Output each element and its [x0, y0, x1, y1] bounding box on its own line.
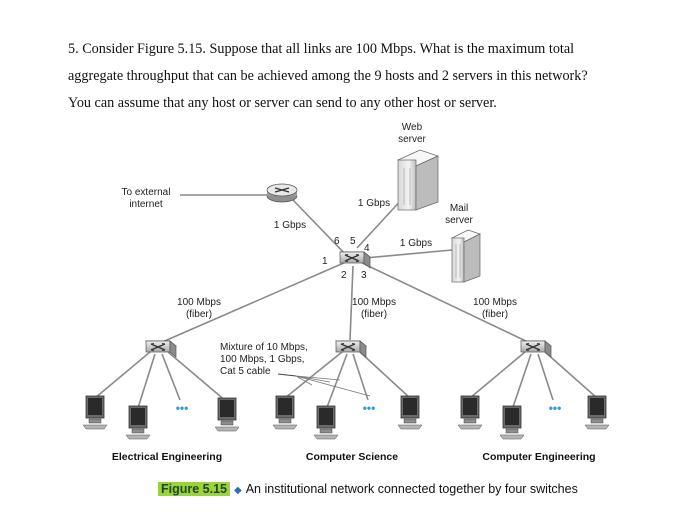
dept-electrical-engineering: Electrical Engineering — [112, 451, 222, 463]
cs-more-hosts: ••• — [363, 401, 376, 415]
cable-pointer-rays — [295, 375, 371, 397]
link-core-ee — [159, 261, 347, 344]
caption-bullet-icon: ◆ — [234, 485, 242, 496]
ee-host-1-icon — [82, 395, 108, 430]
question-line-2: aggregate throughput that can be achieve… — [68, 68, 588, 84]
link-ee-host — [137, 353, 156, 409]
fiber-mid-label: 100 Mbps — [352, 297, 396, 308]
ce-switch-icon — [520, 340, 552, 358]
link-cs-host — [284, 351, 343, 399]
figure-caption: Figure 5.15 ◆An institutional network con… — [158, 482, 578, 496]
port-3: 3 — [361, 270, 367, 281]
fiber-left-label: 100 Mbps — [177, 297, 221, 308]
dept-computer-science: Computer Science — [306, 451, 398, 463]
ce-more-hosts: ••• — [549, 401, 562, 415]
link-cs-host — [359, 351, 411, 399]
router-icon — [266, 183, 298, 203]
mail-server-label: Mail — [450, 203, 468, 214]
ee-more-hosts: ••• — [176, 401, 189, 415]
fiber-right-label-2: (fiber) — [482, 309, 508, 320]
question-line-3: You can assume that any host or server c… — [68, 95, 497, 111]
link-ce-host — [469, 351, 526, 399]
mixture-label-3: Cat 5 cable — [220, 366, 271, 377]
port-6: 6 — [334, 236, 340, 247]
ee-host-3-icon — [214, 397, 240, 432]
core-switch-icon — [339, 251, 371, 269]
link-ce-host — [544, 351, 598, 399]
ce-host-2-icon — [499, 405, 525, 440]
web-server-icon — [397, 149, 439, 211]
link-core-mail — [364, 249, 453, 259]
link-ee-host — [161, 353, 181, 401]
cable-pointer — [277, 373, 297, 377]
dept-computer-engineering: Computer Engineering — [482, 451, 595, 463]
mixture-label: Mixture of 10 Mbps, — [220, 342, 308, 353]
link-core-cs — [349, 265, 354, 341]
port-5: 5 — [350, 236, 356, 247]
fiber-left-label-2: (fiber) — [186, 309, 212, 320]
fiber-right-label: 100 Mbps — [473, 297, 517, 308]
port-1: 1 — [322, 256, 328, 267]
cs-host-2-icon — [313, 405, 339, 440]
link-ce-host — [537, 353, 554, 401]
question-line-1: 5. Consider Figure 5.15. Suppose that al… — [68, 41, 575, 57]
link-mail-speed: 1 Gbps — [400, 238, 432, 249]
port-2: 2 — [341, 270, 347, 281]
figure-caption-text: An institutional network connected toget… — [245, 482, 578, 496]
link-router-speed: 1 Gbps — [274, 220, 306, 231]
fiber-mid-label-2: (fiber) — [361, 309, 387, 320]
link-ee-host — [167, 351, 228, 403]
mail-server-icon — [451, 229, 481, 283]
link-cs-host — [325, 353, 348, 411]
mixture-label-2: 100 Mbps, 1 Gbps, — [220, 354, 305, 365]
external-label: To external — [122, 187, 171, 198]
ce-host-1-icon — [457, 395, 483, 430]
link-router-core — [292, 199, 349, 258]
link-ce-host — [511, 353, 532, 411]
link-ee-host — [94, 351, 151, 399]
web-server-label-2: server — [398, 134, 426, 145]
cs-switch-icon — [335, 340, 367, 358]
cs-host-1-icon — [272, 395, 298, 430]
cs-host-3-icon — [397, 395, 423, 430]
external-label-2: internet — [129, 199, 163, 210]
figure-number: Figure 5.15 — [158, 482, 230, 496]
port-4: 4 — [364, 243, 370, 254]
ee-host-2-icon — [125, 405, 151, 440]
link-web-speed: 1 Gbps — [358, 198, 390, 209]
web-server-label: Web — [402, 122, 423, 133]
link-core-ce — [361, 262, 531, 344]
ce-host-3-icon — [584, 395, 610, 430]
question-text: 5. Consider Figure 5.15. Suppose that al… — [68, 36, 668, 117]
link-core-web — [356, 195, 406, 249]
mail-server-label-2: server — [445, 215, 473, 226]
link-cs-host — [352, 353, 369, 401]
